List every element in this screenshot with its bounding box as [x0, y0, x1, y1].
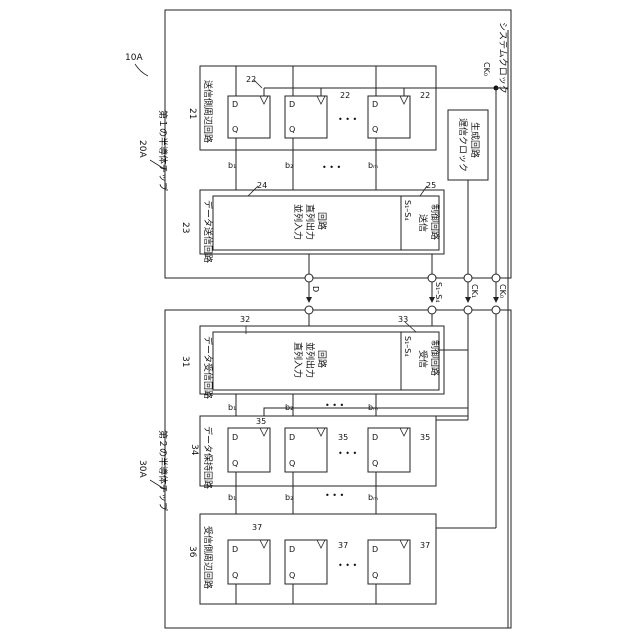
- b1-mid: b₁: [228, 403, 236, 412]
- svg-text:22: 22: [420, 91, 430, 100]
- svg-text:Q: Q: [232, 459, 238, 468]
- svg-text:D: D: [232, 433, 238, 442]
- svg-text:回路: 回路: [316, 212, 328, 230]
- svg-text:Q: Q: [289, 571, 295, 580]
- svg-text:制御回路: 制御回路: [429, 340, 441, 376]
- svg-text:D: D: [372, 433, 378, 442]
- chip1-name: 第１の半導体チップ: [157, 110, 169, 191]
- ck1-label: CK₁: [470, 284, 479, 298]
- ellipsis-b-bot: • • •: [325, 491, 344, 500]
- svg-text:送信: 送信: [417, 214, 429, 232]
- data-rx-name: データ受信回路: [202, 336, 214, 399]
- svg-text:並列入力: 並列入力: [292, 204, 304, 240]
- s-bus-label: S₁–S₄: [434, 282, 443, 303]
- rx-periph-name: 受信側周辺回路: [202, 526, 214, 589]
- svg-text:• • •: • • •: [338, 449, 357, 458]
- clkgen-line1: 遅信クロック: [457, 118, 469, 172]
- svg-text:• • •: • • •: [338, 115, 357, 124]
- clkgen-line2: 生成回路: [469, 122, 481, 158]
- svg-text:37: 37: [420, 541, 430, 550]
- svg-text:回路: 回路: [316, 350, 328, 368]
- svg-text:D: D: [289, 545, 295, 554]
- svg-text:25: 25: [426, 181, 436, 190]
- chip2-name: 第２の半導体チップ: [157, 430, 169, 511]
- svg-text:Q: Q: [372, 571, 378, 580]
- tx-periph-ref: 21: [187, 108, 197, 119]
- b2-bot: b₂: [285, 493, 293, 502]
- svg-text:D: D: [289, 433, 295, 442]
- ck0-top-label: CK₀: [482, 62, 491, 76]
- svg-text:D: D: [232, 100, 238, 109]
- svg-text:33: 33: [398, 315, 408, 324]
- b1-top: b₁: [228, 161, 236, 170]
- svg-text:Q: Q: [372, 459, 378, 468]
- bm-bot: bₘ: [368, 493, 378, 502]
- svg-text:D: D: [372, 100, 378, 109]
- svg-text:Q: Q: [289, 125, 295, 134]
- clkgen-box: [448, 110, 488, 180]
- svg-text:制御回路: 制御回路: [429, 204, 441, 240]
- chip2-ref: 30A: [137, 460, 147, 478]
- svg-text:35: 35: [256, 417, 266, 426]
- svg-text:37: 37: [252, 523, 262, 532]
- svg-text:受信: 受信: [417, 350, 429, 368]
- svg-text:Q: Q: [232, 571, 238, 580]
- hold-name: データ保持回路: [202, 426, 214, 489]
- rx-periph-ref: 36: [187, 546, 197, 558]
- tx-periph-name: 送信側周辺回路: [202, 80, 214, 143]
- data-tx-name: データ送信回路: [202, 200, 214, 263]
- system-clock-label: システムクロック: [497, 22, 508, 94]
- data-tx-ref: 23: [180, 222, 190, 233]
- b1-bot: b₁: [228, 493, 236, 502]
- svg-text:直列出力: 直列出力: [304, 204, 316, 240]
- ck0-label: CK₀: [498, 284, 507, 298]
- svg-text:Q: Q: [289, 459, 295, 468]
- svg-text:24: 24: [257, 181, 267, 190]
- svg-text:32: 32: [240, 315, 250, 324]
- b2-mid: b₂: [285, 403, 293, 412]
- svg-text:35: 35: [420, 433, 430, 442]
- svg-text:37: 37: [338, 541, 348, 550]
- svg-text:D: D: [289, 100, 295, 109]
- svg-text:Q: Q: [372, 125, 378, 134]
- b2-top: b₂: [285, 161, 293, 170]
- svg-text:22: 22: [246, 75, 256, 84]
- data-rx-ref: 31: [180, 356, 190, 367]
- d-pad-label: D: [311, 286, 320, 292]
- svg-text:Q: Q: [232, 125, 238, 134]
- svg-text:S₁–S₄: S₁–S₄: [403, 200, 412, 221]
- svg-text:S₁–S₄: S₁–S₄: [403, 336, 412, 357]
- hold-ref: 34: [189, 444, 199, 456]
- bm-top: bₘ: [368, 161, 378, 170]
- svg-text:並列出力: 並列出力: [304, 342, 316, 378]
- svg-text:D: D: [232, 545, 238, 554]
- bm-mid: bₘ: [368, 403, 378, 412]
- fig-ref: 10A: [125, 53, 143, 63]
- ellipsis-b-mid: • • •: [325, 401, 344, 410]
- svg-text:22: 22: [340, 91, 350, 100]
- svg-text:D: D: [372, 545, 378, 554]
- svg-text:35: 35: [338, 433, 348, 442]
- chip1-ref: 20A: [137, 140, 147, 158]
- svg-text:直列入力: 直列入力: [292, 342, 304, 378]
- svg-text:• • •: • • •: [338, 561, 357, 570]
- ellipsis-b-top: • • •: [322, 163, 341, 172]
